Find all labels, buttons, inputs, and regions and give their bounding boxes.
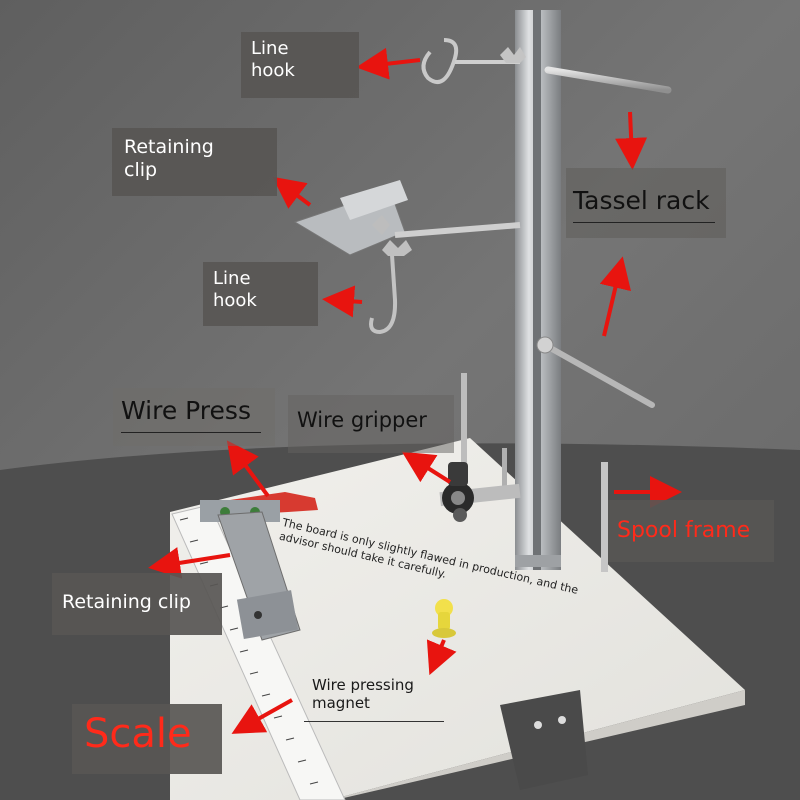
label-retaining-clip-top-line2: clip: [124, 158, 158, 181]
label-retaining-clip-top-line1: Retaining: [124, 136, 214, 158]
label-wire-gripper: Wire gripper: [288, 395, 454, 453]
label-tassel-rack-text: Tassel rack: [573, 186, 715, 223]
label-wire-press: Wire Press: [113, 388, 275, 446]
spool-pin-back: [502, 448, 507, 498]
label-line-hook-top: Line hook: [241, 32, 359, 98]
label-scale: Scale: [72, 704, 222, 774]
annotation-arrows: [148, 47, 682, 734]
label-wire-gripper-text: Wire gripper: [297, 408, 427, 432]
arrow-wire-gripper: [401, 451, 452, 484]
arrow-wire-press: [226, 440, 270, 498]
wing-nut-mid: [382, 240, 412, 256]
arrow-tassel-down: [615, 111, 648, 170]
tassel-rod-upper: [544, 66, 672, 94]
label-line-hook-top-line1: Line: [251, 38, 289, 59]
label-line-hook-mid-line2: hook: [213, 289, 257, 311]
arrow-retaining-clip-top: [272, 176, 312, 209]
yellow-magnet: [432, 599, 456, 638]
retaining-clip-lower: [217, 511, 301, 641]
arrow-retaining-clip-left: [148, 547, 231, 579]
label-spool-frame-text: Spool frame: [617, 518, 751, 543]
label-retaining-clip-left: Retaining clip: [52, 573, 222, 635]
arrow-scale: [231, 698, 293, 734]
retaining-clip-upper: [293, 180, 521, 256]
label-tassel-rack: Tassel rack: [566, 168, 726, 238]
label-spool-frame: Spool frame: [608, 500, 774, 562]
label-wire-press-text: Wire Press: [121, 396, 261, 433]
label-wire-pressing-magnet-line2: magnet: [312, 694, 370, 712]
tassel-rod-lower: [542, 342, 655, 408]
label-line-hook-mid: Line hook: [203, 262, 318, 326]
arrow-magnet: [426, 639, 457, 676]
wing-nut-top: [500, 47, 526, 63]
arrow-line-hook-mid: [322, 285, 363, 318]
spool-pin-left: [461, 373, 467, 468]
arrow-tassel-up: [599, 256, 631, 337]
wire-gripper-device: [439, 462, 521, 522]
spool-pin-right: [601, 462, 608, 572]
arrow-line-hook-top: [356, 47, 421, 80]
label-retaining-clip-left-text: Retaining clip: [62, 591, 191, 613]
label-scale-text: Scale: [84, 711, 192, 757]
line-hook-mid: [369, 254, 398, 335]
label-wire-pressing-magnet-line1: Wire pressing: [312, 676, 414, 694]
label-line-hook-mid-line1: Line: [213, 268, 251, 289]
label-wire-pressing-magnet: Wire pressing magnet: [304, 672, 444, 722]
label-retaining-clip-top: Retaining clip: [112, 128, 277, 196]
aluminum-post: [515, 10, 561, 570]
metal-bracket: [500, 690, 588, 790]
label-line-hook-top-line2: hook: [251, 59, 295, 81]
